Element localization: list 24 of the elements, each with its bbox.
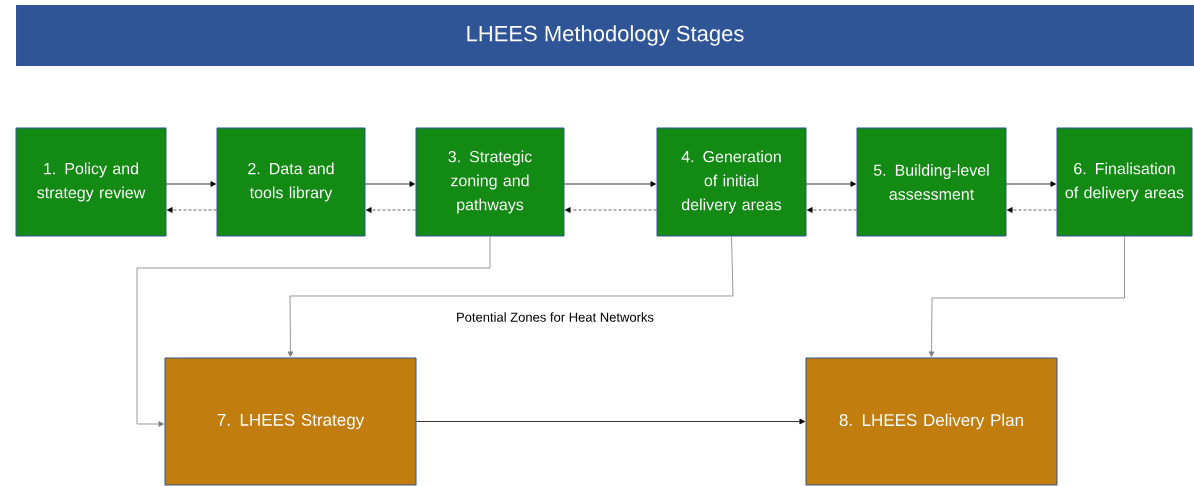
- arrow: [287, 236, 734, 357]
- arrow: [365, 181, 415, 187]
- process-box: 1. Policy and strategy review: [15, 127, 167, 237]
- arrow: [166, 207, 217, 213]
- edge-label: Potential Zones for Heat Networks: [455, 311, 655, 323]
- arrow: [1006, 181, 1056, 187]
- process-box: 4. Generation of initial delivery areas: [656, 127, 807, 237]
- arrow: [806, 181, 856, 187]
- arrow: [136, 236, 491, 427]
- process-box: 6. Finalisation of delivery areas: [1056, 127, 1193, 237]
- arrow: [806, 207, 857, 213]
- arrow: [564, 207, 657, 213]
- arrow: [928, 236, 1125, 357]
- output-box: 7. LHEES Strategy: [164, 357, 417, 486]
- output-box: 8. LHEES Delivery Plan: [805, 357, 1058, 486]
- arrow: [1006, 207, 1057, 213]
- arrow: [166, 181, 216, 187]
- title-banner: LHEES Methodology Stages: [16, 5, 1194, 66]
- process-box: 3. Strategic zoning and pathways: [415, 127, 565, 237]
- process-box: 5. Building-level assessment: [856, 127, 1007, 237]
- arrow: [416, 418, 805, 425]
- arrow: [564, 181, 656, 187]
- process-box: 2. Data and tools library: [216, 127, 366, 237]
- arrow: [365, 207, 416, 213]
